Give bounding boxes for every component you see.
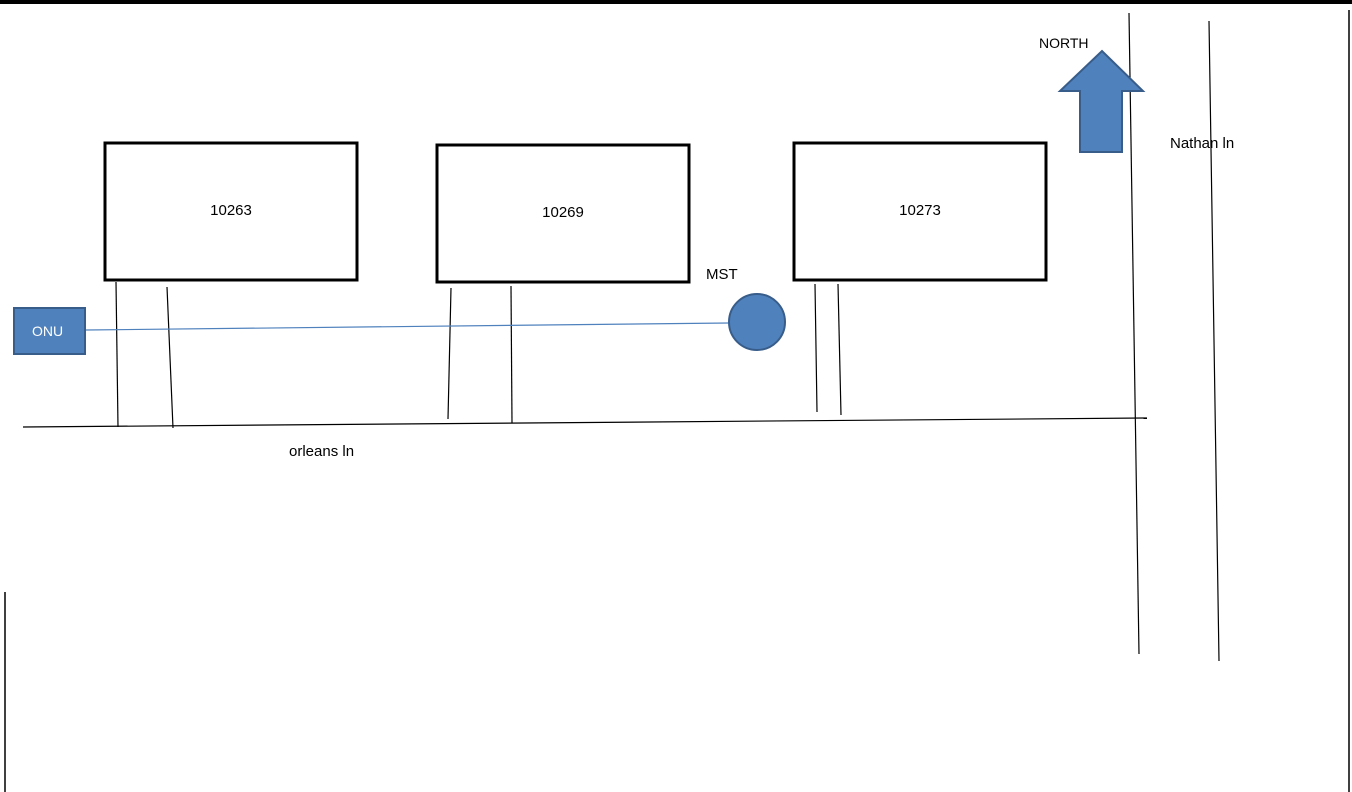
mst-label: MST [706, 266, 738, 283]
mst-circle [728, 293, 786, 351]
driveway-10263-right [166, 286, 174, 429]
house-number-10273: 10273 [899, 202, 941, 219]
north-label: NORTH [1039, 35, 1089, 51]
north-arrow-icon [1057, 49, 1146, 153]
driveway-10263-left [115, 281, 119, 428]
driveway-10273-right [837, 283, 842, 416]
driveway-10269-right [510, 285, 513, 424]
house-10269-box [435, 143, 691, 284]
onu-label: ONU [32, 323, 64, 339]
orleans-ln-label: orleans ln [289, 443, 355, 460]
house-10273-box [792, 141, 1048, 282]
onu-box [13, 307, 86, 355]
nathan-ln-street-west [1128, 12, 1140, 655]
house-number-10263: 10263 [210, 202, 252, 219]
driveway-10269-left [447, 287, 452, 420]
house-10263-box [103, 141, 359, 282]
nathan-ln-street-east [1208, 20, 1220, 662]
fiber-line [85, 322, 730, 331]
driveway-10273-left [814, 283, 818, 413]
house-number-10269: 10269 [542, 204, 584, 221]
nathan-ln-label: Nathan ln [1170, 135, 1235, 152]
orleans-ln-street [22, 417, 1148, 428]
